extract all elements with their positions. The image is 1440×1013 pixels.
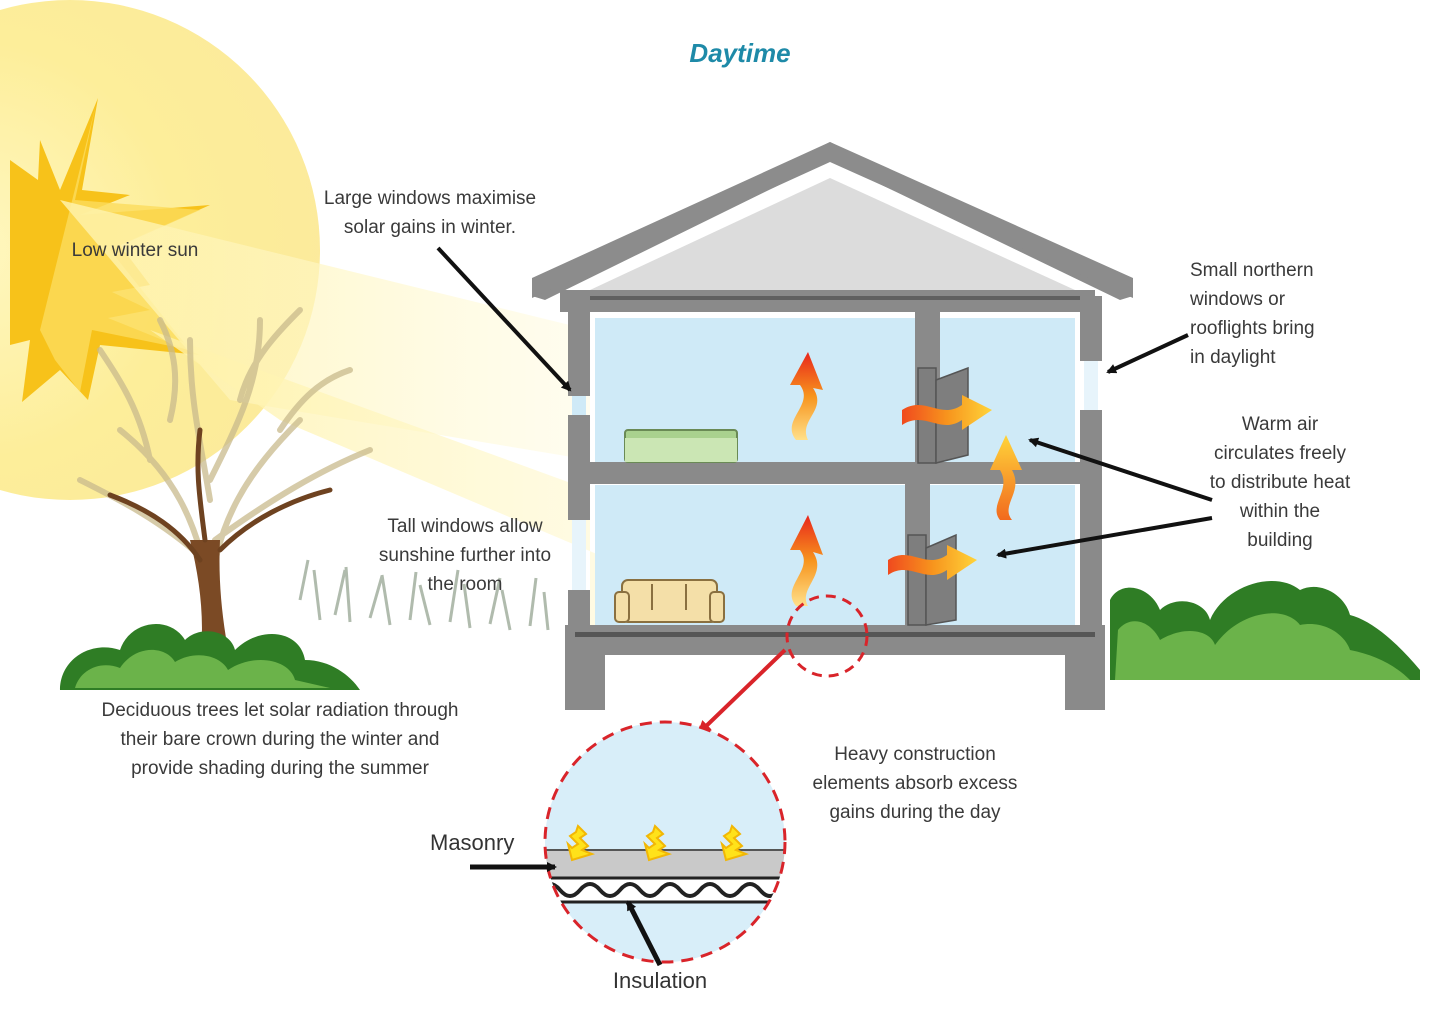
floor-detail-callout bbox=[470, 594, 869, 967]
label-line: solar gains in winter. bbox=[343, 217, 517, 238]
label-insulation: Insulation bbox=[590, 966, 730, 995]
label-line: sunshine further into bbox=[378, 545, 552, 566]
sunbeam-lower bbox=[150, 330, 800, 640]
label-northern-windows: Small northern windows or rooflights bri… bbox=[1190, 256, 1360, 372]
insulation-pattern bbox=[545, 882, 785, 898]
warm-air-arrow-lower-door bbox=[888, 545, 977, 580]
label-line: Tall windows allow bbox=[387, 516, 543, 537]
label-line: gains during the day bbox=[829, 802, 1001, 823]
label-line: rooflights bring bbox=[1190, 318, 1315, 339]
insulation-arrow bbox=[625, 900, 663, 967]
label-warm-air: Warm air circulates freely to distribute… bbox=[1180, 410, 1380, 555]
label-large-windows: Large windows maximise solar gains in wi… bbox=[285, 184, 575, 242]
window-left-upper bbox=[572, 396, 586, 415]
insulation-layer bbox=[545, 876, 785, 904]
label-line: elements absorb excess bbox=[812, 773, 1018, 794]
label-masonry-text: Masonry bbox=[430, 830, 515, 855]
sunbeams bbox=[60, 200, 800, 640]
pointer-warm-air-upper bbox=[1028, 437, 1213, 502]
label-tall-windows: Tall windows allow sunshine further into… bbox=[340, 512, 590, 599]
window-right bbox=[1084, 361, 1098, 410]
foundation-left bbox=[565, 655, 605, 710]
label-line: Large windows maximise bbox=[323, 188, 537, 209]
label-line: within the bbox=[1239, 501, 1321, 522]
label-line: windows or bbox=[1190, 289, 1286, 310]
warm-air-arrow-lower-left bbox=[790, 515, 823, 606]
wall-right-upper bbox=[1080, 296, 1102, 361]
label-line: in daylight bbox=[1190, 347, 1276, 368]
label-line: the room bbox=[427, 574, 503, 595]
warm-air-arrow-upper-left bbox=[790, 352, 823, 440]
foundation-right bbox=[1065, 655, 1105, 710]
label-line: Small northern bbox=[1190, 260, 1314, 281]
bush-right bbox=[1110, 581, 1420, 680]
label-line: their bare crown during the winter and bbox=[120, 729, 440, 750]
window-left-lower bbox=[572, 520, 586, 590]
label-insulation-text: Insulation bbox=[612, 968, 708, 993]
label-line: building bbox=[1247, 530, 1313, 551]
pointer-warm-air-lower bbox=[996, 516, 1213, 559]
sunbeam-upper bbox=[60, 200, 590, 460]
ground-floor-slab bbox=[565, 625, 1105, 655]
label-low-winter-sun: Low winter sun bbox=[50, 236, 220, 265]
label-line: to distribute heat bbox=[1209, 472, 1351, 493]
house bbox=[532, 142, 1133, 710]
warm-air-arrow-rising bbox=[990, 435, 1022, 520]
label-line: Heavy construction bbox=[834, 744, 996, 765]
sofa bbox=[614, 579, 725, 623]
wall-left-mid bbox=[568, 415, 590, 520]
deciduous-tree bbox=[77, 307, 373, 660]
bush-left bbox=[60, 623, 360, 690]
floor-slab-middle bbox=[570, 462, 1085, 484]
label-low-winter-sun-text: Low winter sun bbox=[71, 240, 199, 261]
label-masonry: Masonry bbox=[430, 828, 550, 857]
wall-left-lower bbox=[568, 590, 590, 635]
pointer-arrows bbox=[436, 246, 1213, 559]
bed bbox=[624, 429, 738, 463]
diagram-title: Daytime bbox=[689, 38, 791, 68]
pointer-large-windows bbox=[436, 246, 572, 392]
label-line: Deciduous trees let solar radiation thro… bbox=[101, 700, 459, 721]
attic bbox=[590, 178, 1075, 290]
grass bbox=[298, 559, 550, 631]
label-line: provide shading during the summer bbox=[131, 758, 429, 779]
detail-pointer bbox=[697, 648, 787, 735]
label-deciduous-trees: Deciduous trees let solar radiation thro… bbox=[40, 696, 520, 783]
label-line: Warm air bbox=[1241, 414, 1319, 435]
ceiling-slab bbox=[560, 290, 1095, 312]
heat-absorption-arrows bbox=[566, 824, 750, 862]
label-line: circulates freely bbox=[1214, 443, 1346, 464]
wall-right-lower bbox=[1080, 410, 1102, 635]
pointer-northern-windows bbox=[1106, 333, 1189, 374]
warm-air-arrow-upper-door bbox=[902, 395, 992, 430]
wall-left-upper bbox=[568, 296, 590, 396]
detail-source-circle bbox=[785, 594, 869, 678]
label-heavy-construction: Heavy construction elements absorb exces… bbox=[785, 740, 1045, 827]
